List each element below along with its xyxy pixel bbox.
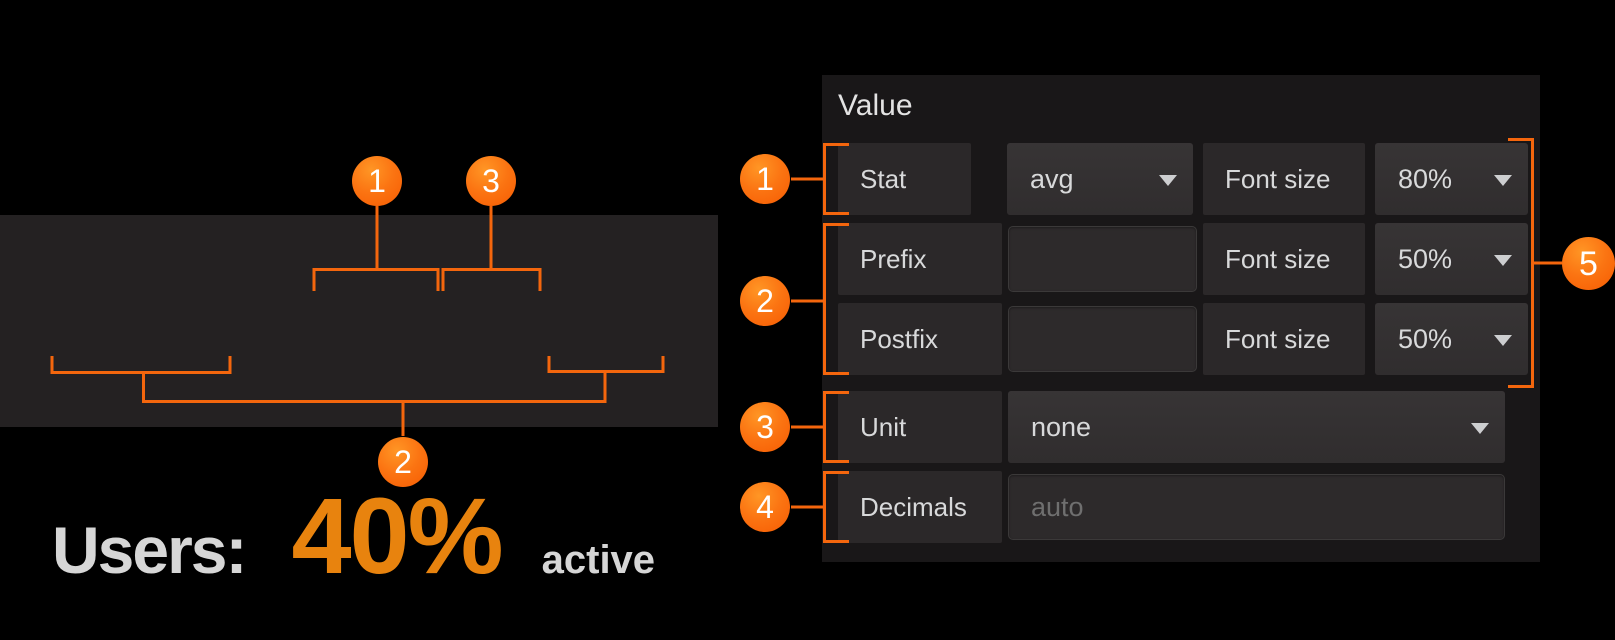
postfix-font-size-label: Font size: [1203, 303, 1365, 375]
callout-badge-1-form: 1: [740, 154, 790, 204]
stat-select-value: avg: [1030, 163, 1074, 194]
callout-badge-2-form: 2: [740, 276, 790, 326]
prefix-input-wrap: [1008, 226, 1197, 292]
callout-badge-number: 2: [394, 444, 412, 480]
callout-badge-number: 1: [368, 163, 386, 199]
stat-font-size-label: Font size: [1203, 143, 1365, 215]
prefix-font-size-select[interactable]: 50%: [1375, 223, 1528, 295]
decimals-input-wrap: [1008, 474, 1505, 540]
decimals-input[interactable]: [1009, 475, 1504, 539]
chevron-down-icon: [1159, 175, 1177, 186]
unit-label: Unit: [838, 391, 1002, 463]
panel-title: Value: [838, 89, 913, 122]
unit-select-value: none: [1031, 411, 1092, 442]
callout-badge-number: 5: [1579, 244, 1598, 283]
callout-badge-number: 3: [482, 163, 500, 199]
callout-badge-3: 3: [466, 156, 516, 206]
prefix-input[interactable]: [1009, 227, 1196, 291]
chevron-down-icon: [1471, 423, 1489, 434]
unit-select[interactable]: none: [1008, 391, 1505, 463]
postfix-label: Postfix: [838, 303, 1002, 375]
preview-value-text: 40%: [291, 475, 503, 596]
callout-badge-2: 2: [378, 437, 428, 487]
chevron-down-icon: [1494, 175, 1512, 186]
postfix-input-wrap: [1008, 306, 1197, 372]
callout-badge-number: 1: [756, 161, 774, 197]
decimals-label: Decimals: [838, 471, 1002, 543]
stat-label: Stat: [838, 143, 971, 215]
callout-badge-1: 1: [352, 156, 402, 206]
callout-badge-number: 3: [756, 409, 774, 445]
stat-font-size-select[interactable]: 80%: [1375, 143, 1528, 215]
postfix-font-size-value: 50%: [1398, 323, 1453, 354]
callout-badge-number: 2: [756, 283, 774, 319]
prefix-font-size-value: 50%: [1398, 243, 1453, 274]
chevron-down-icon: [1494, 335, 1512, 346]
callout-badge-number: 4: [756, 489, 774, 525]
callout-badge-4-form: 4: [740, 482, 790, 532]
callout-badge-3-form: 3: [740, 402, 790, 452]
prefix-font-size-label: Font size: [1203, 223, 1365, 295]
prefix-label: Prefix: [838, 223, 1002, 295]
postfix-input[interactable]: [1009, 307, 1196, 371]
callout-badge-5-form: 5: [1562, 237, 1615, 290]
value-options-panel: Value Stat avg Font size 80% Prefix Font…: [822, 75, 1540, 562]
preview-prefix-text: Users:: [52, 513, 247, 587]
singlestat-preview-panel: Users: 40% active: [0, 215, 718, 590]
preview-postfix-text: active: [541, 538, 656, 582]
chevron-down-icon: [1494, 255, 1512, 266]
singlestat-value-line: Users: 40% active: [52, 482, 655, 590]
stat-font-size-value: 80%: [1398, 163, 1453, 194]
stat-select[interactable]: avg: [1007, 143, 1193, 215]
postfix-font-size-select[interactable]: 50%: [1375, 303, 1528, 375]
